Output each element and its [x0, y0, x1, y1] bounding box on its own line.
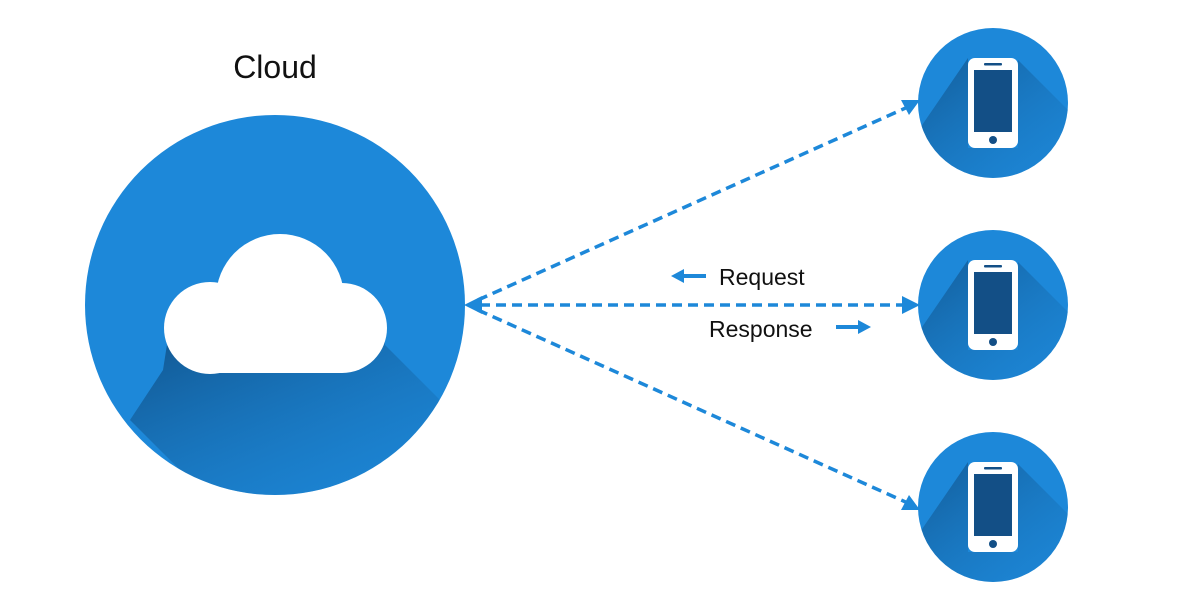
- arrowhead-cloud: [464, 296, 482, 314]
- arrow-left-icon: [671, 269, 706, 283]
- arrow-right-icon: [836, 320, 871, 334]
- connector-line-bottom: [477, 308, 911, 506]
- arrowhead-device-top: [901, 100, 920, 115]
- cloud-icon: [164, 234, 387, 374]
- arrowhead-device-middle: [902, 296, 920, 314]
- request-label: Request: [719, 264, 805, 290]
- arrowhead-device-bottom: [901, 495, 920, 510]
- response-label: Response: [709, 316, 813, 342]
- connector-line-top: [477, 104, 911, 302]
- arrowheads: [464, 100, 920, 510]
- device-node-2: [918, 230, 1068, 380]
- device-node-3: [918, 432, 1068, 582]
- cloud-node: [85, 115, 465, 495]
- connectors: [477, 104, 911, 506]
- device-node-1: [918, 28, 1068, 178]
- smartphone-icon: [968, 260, 1018, 350]
- request-label-group: Request: [671, 264, 805, 290]
- cloud-title: Cloud: [233, 49, 317, 85]
- smartphone-icon: [968, 58, 1018, 148]
- smartphone-icon: [968, 462, 1018, 552]
- response-label-group: Response: [709, 316, 871, 342]
